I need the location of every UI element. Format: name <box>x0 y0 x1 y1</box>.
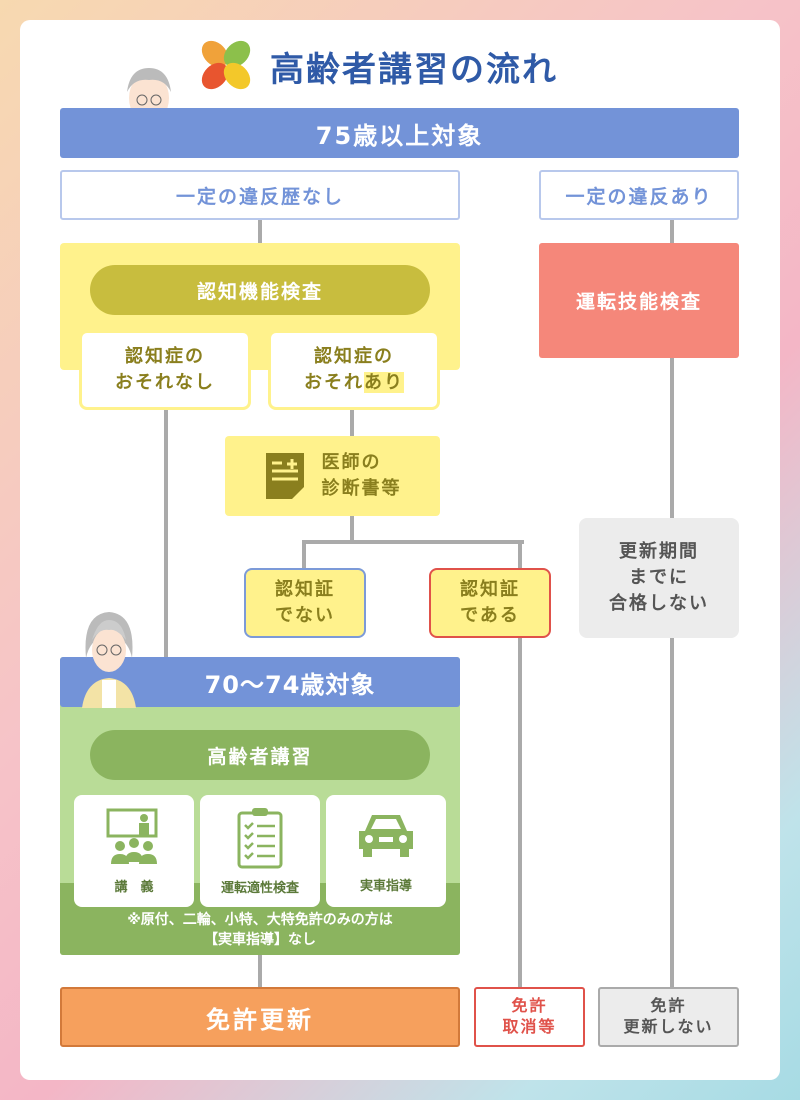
lecture-icon <box>106 808 158 864</box>
fail-line3: 合格しない <box>609 593 709 615</box>
license-revocation: 免許取消等 <box>474 987 585 1047</box>
risk-highlight: あり <box>364 372 404 393</box>
fail-line2: までに <box>629 566 689 588</box>
fail-line1: 更新期間 <box>619 540 699 562</box>
note-line2: 【実車指導】なし <box>204 932 316 948</box>
doctor-line1: 医師の <box>321 451 382 473</box>
dementia-risk: 認知症のおそれあり <box>268 330 440 410</box>
note-line1: ※原付、二輪、小特、大特免許のみの方は <box>127 912 393 929</box>
not-dementia-line2: でない <box>275 605 335 626</box>
item-aptitude-test: 運転適性検査 <box>200 795 320 907</box>
elderly-woman-icon <box>82 612 136 708</box>
logo-icon <box>201 40 251 90</box>
violation-label: 一定の違反あり <box>539 170 739 220</box>
item-lecture-label: 講 義 <box>114 879 154 895</box>
exception-note: ※原付、二輪、小特、大特免許のみの方は【実車指導】なし <box>60 908 460 954</box>
not-dementia: 認知証でない <box>244 568 366 638</box>
document-icon <box>265 453 304 499</box>
doctor-certificate: 医師の診断書等 <box>225 436 440 516</box>
no-risk-line2: おそれなし <box>115 372 215 393</box>
not-dementia-line1: 認知証 <box>275 578 335 600</box>
cognitive-test: 認知機能検査 <box>90 265 430 315</box>
no-renewal: 免許更新しない <box>598 987 739 1047</box>
no-renew-line2: 更新しない <box>623 1017 714 1036</box>
doctor-line2: 診断書等 <box>321 478 402 499</box>
no-risk-line1: 認知症の <box>125 345 205 367</box>
license-renewal: 免許更新 <box>60 987 460 1047</box>
no-renew-line1: 免許 <box>650 996 687 1016</box>
dementia-line1: 認知証 <box>460 578 520 600</box>
item-driving-label: 実車指導 <box>359 878 412 894</box>
age-75-header: 75歳以上対象 <box>60 108 739 158</box>
no-violation-label: 一定の違反歴なし <box>60 170 460 220</box>
elderly-course: 高齢者講習 <box>90 730 430 780</box>
risk-line2: おそれ <box>304 372 364 393</box>
page-title: 高齢者講習の流れ <box>270 49 558 90</box>
item-lecture: 講 義 <box>74 795 194 907</box>
risk-line1: 認知症の <box>314 345 394 367</box>
revoke-line1: 免許 <box>511 996 548 1016</box>
is-dementia: 認知証である <box>429 568 551 638</box>
revoke-line2: 取消等 <box>502 1017 557 1036</box>
dementia-line2: である <box>460 605 520 626</box>
clipboard-icon <box>237 807 283 868</box>
driving-skill-test: 運転技能検査 <box>539 243 739 358</box>
item-driving-guidance: 実車指導 <box>326 795 446 907</box>
no-dementia-risk: 認知症のおそれなし <box>79 330 251 410</box>
item-aptitude-label: 運転適性検査 <box>220 880 299 896</box>
car-icon <box>359 814 413 857</box>
fail-box: 更新期間までに合格しない <box>579 518 739 638</box>
